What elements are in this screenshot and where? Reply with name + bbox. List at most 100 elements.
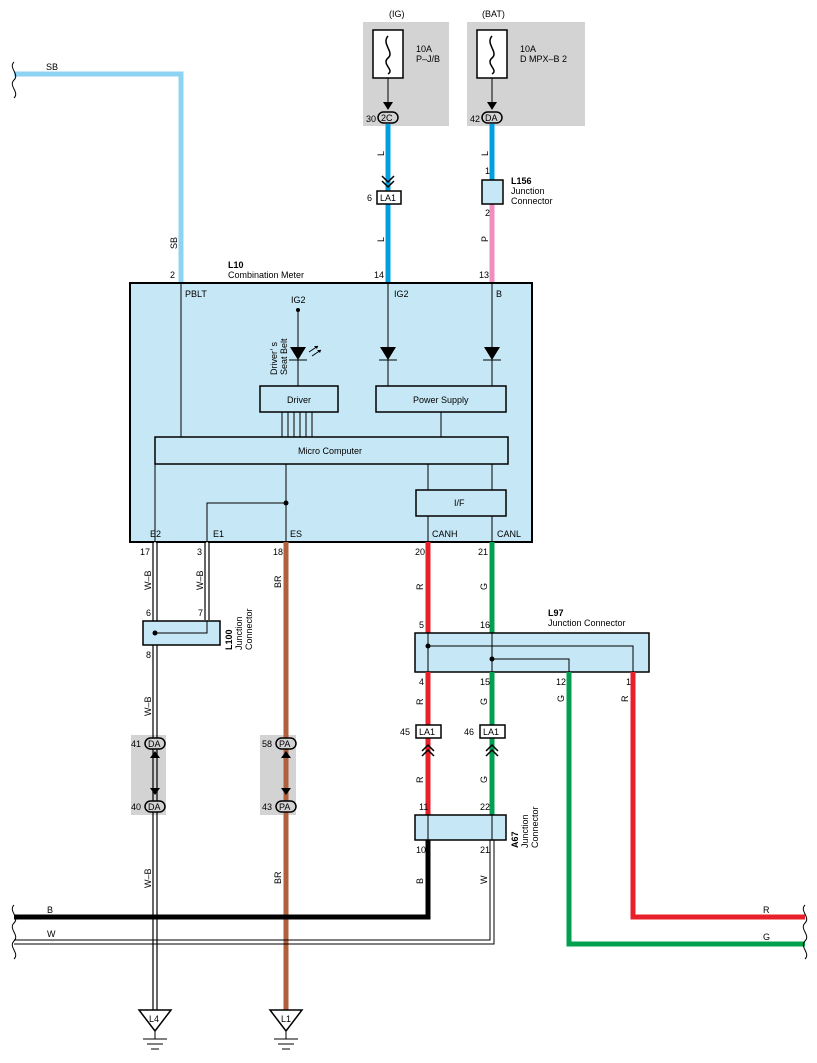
- wire-label-sb-vert: SB: [169, 237, 179, 249]
- connector-l97: L97 Junction Connector 5 16 4 15 12 1: [414, 608, 650, 687]
- wire-label-l-ig-2: L: [376, 237, 386, 242]
- if-label: I/F: [454, 498, 465, 508]
- l156-id: L156: [511, 176, 532, 186]
- fuse-ig: (IG) 10A P–J/B 2C 30: [363, 9, 449, 126]
- wire-label-r-canh: R: [415, 583, 425, 590]
- seatbelt-label-1: Driver’ s: [269, 342, 279, 375]
- combination-meter: L10 Combination Meter 2 14 13 PBLT IG2 B…: [129, 260, 533, 543]
- meter-pbl t: PBLT: [185, 289, 207, 299]
- fuse-ig-pin: 30: [366, 114, 376, 124]
- connector-la1-right: LA1 46: [464, 724, 506, 757]
- es-pin-name: ES: [290, 529, 302, 539]
- fuse-ig-group: (IG): [389, 9, 405, 19]
- connector-l100: 6 7 8 L100 Junction Connector: [142, 608, 254, 660]
- a67-pin-22: 22: [480, 802, 490, 812]
- wire-label-g-canl: G: [479, 583, 489, 590]
- l156-pin-out: 2: [485, 208, 490, 218]
- fuse-bat-group: (BAT): [482, 9, 505, 19]
- e1-pin-name: E1: [213, 529, 224, 539]
- wire-label-br-lower: BR: [273, 871, 283, 884]
- pin-21: 21: [478, 547, 488, 557]
- connector-pa-pair: PA 58 PA 43: [260, 735, 297, 815]
- l97-pin-16: 16: [480, 620, 490, 630]
- a67-id: A67: [510, 831, 520, 848]
- pa-bottom-label: PA: [279, 802, 290, 812]
- pin-17: 17: [140, 547, 150, 557]
- la1-left-pin: 45: [400, 727, 410, 737]
- bus-label-b: B: [47, 905, 53, 915]
- wire-label-w-a67: W: [479, 875, 489, 884]
- la1-top-label: LA1: [380, 193, 396, 203]
- fuse-ig-conn: 2C: [381, 113, 393, 123]
- ig2-label: IG2: [291, 295, 306, 305]
- la1-right-label: LA1: [483, 727, 499, 737]
- wire-b-a67: [14, 840, 431, 920]
- wire-label-l-bat: L: [480, 151, 490, 156]
- wire-label-br-upper: BR: [273, 575, 283, 588]
- wire-label-r-canh-2: R: [415, 776, 425, 783]
- a67-line2: Connector: [530, 806, 540, 848]
- connector-la1-top: LA1 6: [367, 175, 402, 205]
- pa-top-pin: 58: [262, 739, 272, 749]
- canl-pin-name: CANL: [497, 529, 521, 539]
- wire-label-g-canl-2: G: [479, 776, 489, 783]
- fuse-ig-rating: 10A: [416, 44, 432, 54]
- bus-label-w: W: [47, 929, 56, 939]
- l100-pin-a: 6: [146, 608, 151, 618]
- wire-g-l97-12: [566, 672, 805, 947]
- canh-pin-name: CANH: [432, 529, 458, 539]
- meter-b-pin-name: B: [496, 289, 502, 299]
- connector-la1-left: LA1 45: [400, 724, 442, 757]
- meter-id: L10: [228, 260, 244, 270]
- l97-pin-5: 5: [419, 620, 424, 630]
- wire-label-b-a67: B: [415, 878, 425, 884]
- connector-a67: 11 22 10 21 A67 Junction Connector: [414, 802, 540, 855]
- ground-right-label: L1: [281, 1014, 291, 1024]
- wire-label-g-l97-15: G: [479, 698, 489, 705]
- fuse-bat: (BAT) 10A D MPX–B 2 DA 42: [467, 9, 585, 126]
- l97-pin-15: 15: [480, 677, 490, 687]
- l156-line2: Connector: [511, 196, 553, 206]
- la1-left-label: LA1: [419, 727, 435, 737]
- a67-pin-11: 11: [419, 802, 428, 812]
- wire-label-wb-e2: W–B: [143, 570, 153, 590]
- l100-id: L100: [224, 629, 234, 650]
- pin-18: 18: [273, 547, 283, 557]
- l156-line1: Junction: [511, 186, 545, 196]
- l100-line1: Junction: [234, 616, 244, 650]
- wire-r-l97-1: [630, 672, 805, 920]
- ground-l4: L4: [137, 1009, 173, 1050]
- wire-sb: [14, 71, 184, 283]
- meter-pin-2: 2: [170, 270, 175, 280]
- pin-20: 20: [415, 547, 425, 557]
- connector-da-pair: DA 41 DA 40: [131, 735, 166, 815]
- meter-pin-13: 13: [479, 270, 489, 280]
- l156-pin-in: 1: [485, 166, 490, 176]
- pin-3: 3: [197, 547, 202, 557]
- fuse-bat-conn: DA: [485, 113, 498, 123]
- fuse-bat-pin: 42: [470, 114, 480, 124]
- da-top-label: DA: [148, 739, 161, 749]
- ground-l1: L1: [268, 1009, 304, 1050]
- micro-label: Micro Computer: [298, 446, 362, 456]
- wire-label-p-bat: P: [480, 236, 490, 242]
- l100-pin-b: 7: [198, 608, 203, 618]
- pa-top-label: PA: [279, 739, 290, 749]
- bus-label-r: R: [763, 905, 770, 915]
- l97-name: Junction Connector: [548, 618, 626, 628]
- l100-line2: Connector: [244, 608, 254, 650]
- ground-left-label: L4: [149, 1014, 159, 1024]
- wire-label-g-l97-12: G: [556, 695, 566, 702]
- a67-line1: Junction: [520, 814, 530, 848]
- a67-pin-21: 21: [480, 845, 490, 855]
- l100-pin-out: 8: [146, 650, 151, 660]
- la1-right-pin: 46: [464, 727, 474, 737]
- la1-top-pin: 6: [367, 193, 372, 203]
- fuse-ig-name: P–J/B: [416, 54, 440, 64]
- wire-label-l-ig-1: L: [376, 151, 386, 156]
- l97-id: L97: [548, 608, 564, 618]
- wire-label-r-l97-4: R: [415, 698, 425, 705]
- e2-pin-name: E2: [150, 529, 161, 539]
- wire-label-r-l97-1: R: [620, 695, 630, 702]
- wire-label-wb-low: W–B: [143, 868, 153, 888]
